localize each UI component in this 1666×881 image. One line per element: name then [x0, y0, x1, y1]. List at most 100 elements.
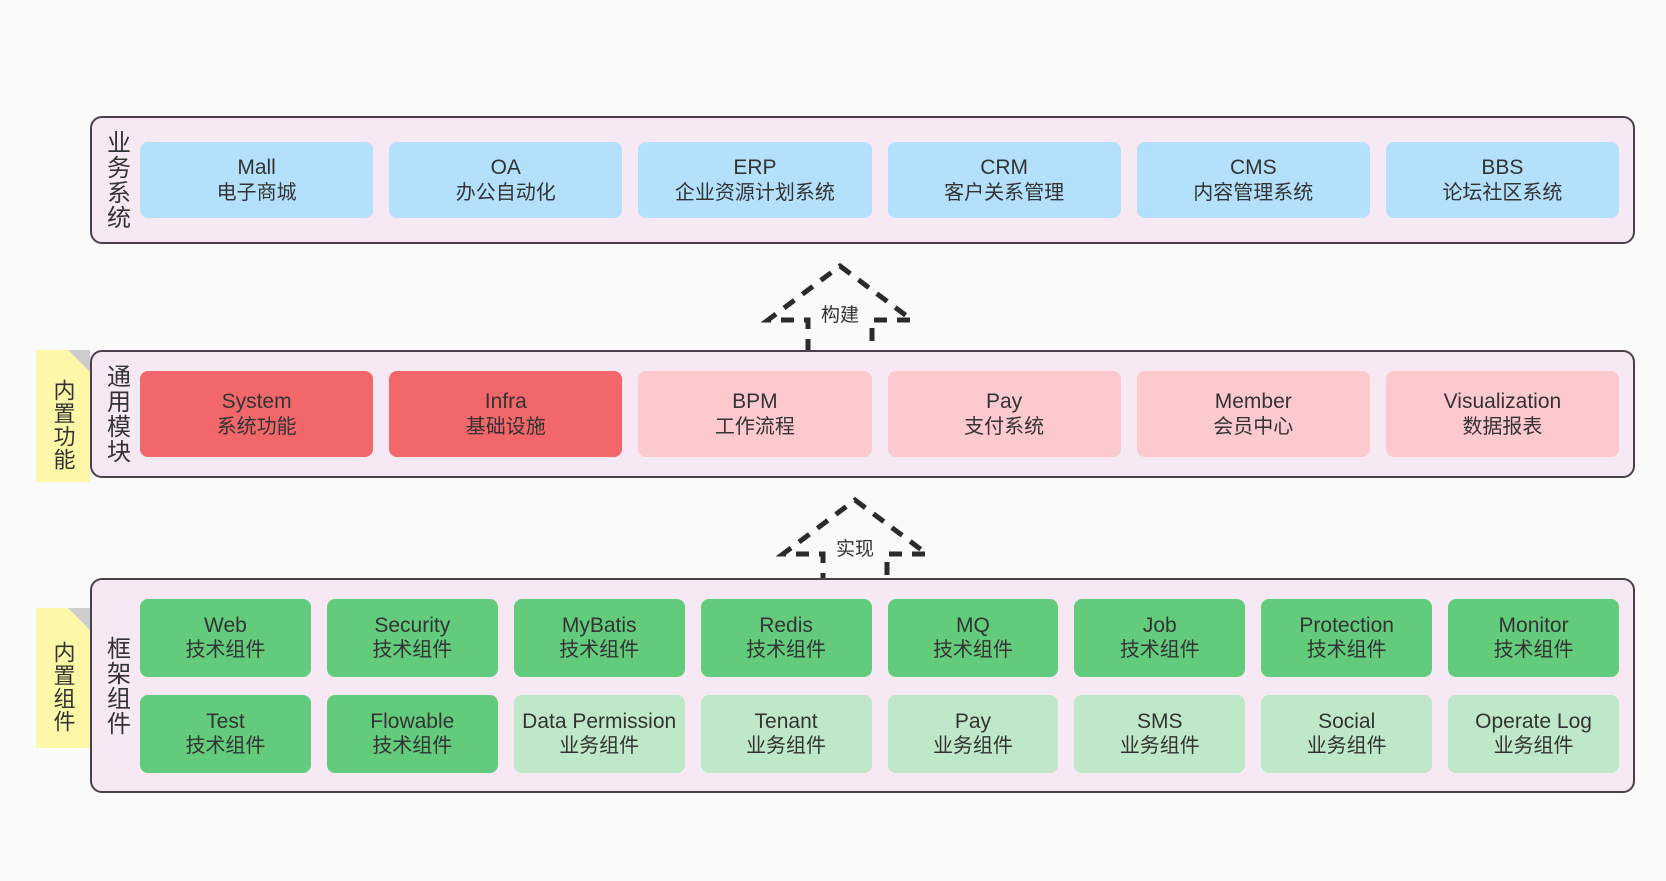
- card-name: CMS: [1229, 156, 1277, 179]
- card-name: Member: [1214, 390, 1292, 413]
- card-description: 论坛社区系统: [1442, 181, 1563, 204]
- card-name: Redis: [759, 613, 813, 637]
- card-name: BPM: [732, 390, 778, 413]
- note-builtin-components[interactable]: 内置组件: [36, 608, 90, 748]
- card-description: 数据报表: [1462, 415, 1543, 438]
- card-name: Pay: [986, 390, 1023, 413]
- card-description: 业务组件: [1119, 735, 1200, 758]
- card-description: 业务组件: [932, 735, 1013, 758]
- arrow-build: 构建: [760, 258, 920, 358]
- layer-business-systems-title: 业务系统: [102, 130, 130, 230]
- card-description: 业务组件: [746, 735, 827, 758]
- card-description: 办公自动化: [455, 181, 556, 204]
- card-name: Mall: [237, 156, 276, 179]
- note-fold-corner-icon: [68, 350, 90, 372]
- card-name: Security: [374, 613, 451, 637]
- card-name: System: [221, 390, 292, 413]
- card-name: Data Permission: [522, 709, 677, 733]
- card-description: 技术组件: [372, 639, 453, 662]
- card-description: 技术组件: [1119, 639, 1200, 662]
- card-name: SMS: [1137, 709, 1183, 733]
- card-name: Tenant: [754, 709, 818, 733]
- card-name: Social: [1318, 709, 1376, 733]
- layer-framework-components-title: 框架组件: [102, 635, 130, 736]
- card-name: Infra: [484, 390, 527, 413]
- card-name: MyBatis: [561, 613, 637, 637]
- card-name: BBS: [1481, 156, 1524, 179]
- card-description: 业务组件: [559, 735, 640, 758]
- card-description: 工作流程: [714, 415, 795, 438]
- card-name: Operate Log: [1475, 709, 1592, 733]
- card-name: Test: [206, 709, 245, 733]
- note-fold-corner-icon: [68, 608, 90, 630]
- card-name: ERP: [733, 156, 777, 179]
- card-name: CRM: [980, 156, 1029, 179]
- card-description: 会员中心: [1213, 415, 1294, 438]
- card-name: MQ: [956, 613, 990, 637]
- card-name: Job: [1142, 613, 1177, 637]
- card-name: OA: [490, 156, 521, 179]
- card-name: Pay: [954, 709, 992, 733]
- card-description: 电子商城: [216, 181, 297, 204]
- card-description: 业务组件: [1306, 735, 1387, 758]
- card-description: 业务组件: [1493, 735, 1574, 758]
- arrow-implement: 实现: [775, 492, 935, 592]
- card-name: Web: [204, 613, 247, 637]
- card-description: 技术组件: [185, 639, 266, 662]
- note-builtin-features-label: 内置功能: [50, 379, 76, 471]
- card-description: 客户关系管理: [944, 181, 1065, 204]
- card-description: 技术组件: [372, 735, 453, 758]
- card-description: 系统功能: [216, 415, 297, 438]
- card-description: 企业资源计划系统: [674, 181, 835, 204]
- card-description: 基础设施: [465, 415, 546, 438]
- card-description: 内容管理系统: [1193, 181, 1314, 204]
- card-description: 技术组件: [932, 639, 1013, 662]
- card-description: 技术组件: [1306, 639, 1387, 662]
- note-builtin-components-label: 内置组件: [50, 641, 76, 733]
- card-description: 技术组件: [1493, 639, 1574, 662]
- card-description: 技术组件: [559, 639, 640, 662]
- card-name: Visualization: [1443, 390, 1562, 413]
- card-name: Protection: [1299, 613, 1394, 637]
- card-description: 支付系统: [964, 415, 1045, 438]
- layer-common-modules-title: 通用模块: [102, 364, 130, 464]
- note-builtin-features[interactable]: 内置功能: [36, 350, 90, 482]
